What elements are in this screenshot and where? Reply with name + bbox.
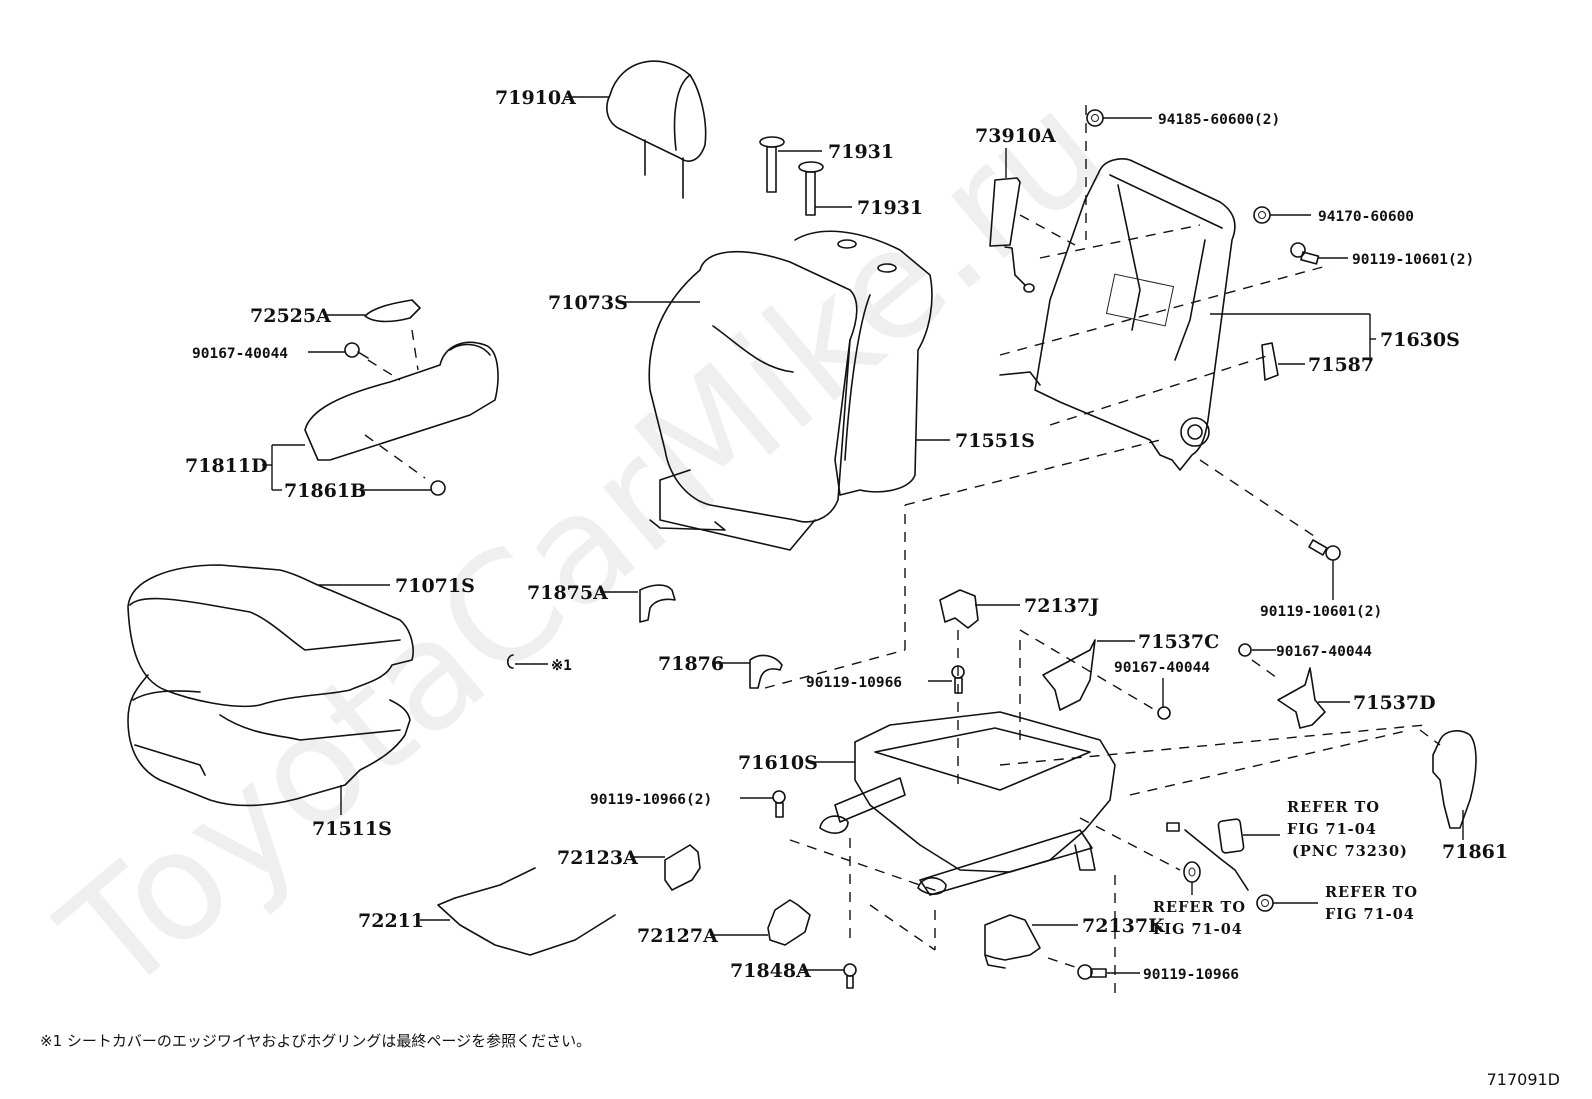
callout-90167-40044-middle: 90167-40044 bbox=[1114, 660, 1210, 676]
seatback-pad-part[interactable] bbox=[794, 230, 933, 496]
edge-wire-72211-part[interactable] bbox=[437, 867, 616, 956]
screw-90167-right-icon bbox=[1238, 643, 1252, 657]
headrest-part[interactable] bbox=[606, 60, 707, 199]
track-cover-72123A-part[interactable] bbox=[664, 844, 701, 891]
bolt-90119-10966-center-icon bbox=[951, 665, 965, 694]
callout-90167-40044-right: 90167-40044 bbox=[1276, 644, 1372, 660]
bracket-72137J-part[interactable] bbox=[939, 589, 979, 629]
bolt-90119-10601-upper-icon bbox=[1290, 242, 1320, 265]
callout-90167-40044-left: 90167-40044 bbox=[192, 346, 288, 362]
callout-71610S: 71610S bbox=[738, 752, 818, 774]
cushion-cover-part[interactable] bbox=[127, 564, 414, 708]
ref-buckle-line1: REFER TO bbox=[1287, 799, 1380, 816]
ref-washer-line1: REFER TO bbox=[1153, 899, 1246, 916]
seatback-frame-part[interactable] bbox=[999, 158, 1236, 471]
nut-94185-icon bbox=[1086, 109, 1104, 127]
callout-71861B: 71861B bbox=[284, 480, 366, 502]
recliner-cover-71876-part[interactable] bbox=[749, 654, 783, 689]
callout-90119-10966-center: 90119-10966 bbox=[806, 675, 902, 691]
ref-washer-line2: FIG 71-04 bbox=[1153, 921, 1243, 938]
lumbar-clip-71587-part[interactable] bbox=[1261, 342, 1279, 381]
seatback-cover-part[interactable] bbox=[648, 250, 858, 551]
callout-90119-10966-2: 90119-10966(2) bbox=[590, 792, 712, 808]
callout-71537D: 71537D bbox=[1353, 692, 1436, 714]
callout-71811D: 71811D bbox=[185, 455, 268, 477]
track-cover-72127A-part[interactable] bbox=[767, 899, 811, 946]
callout-94185-60600: 94185-60600(2) bbox=[1158, 112, 1280, 128]
callout-71876: 71876 bbox=[658, 653, 724, 675]
callout-72137K: 72137K bbox=[1082, 915, 1166, 937]
ref-buckle-line2: FIG 71-04 bbox=[1287, 821, 1377, 838]
callout-71931-upper: 71931 bbox=[828, 141, 894, 163]
ref-buckle-line3: (PNC 73230) bbox=[1292, 843, 1408, 860]
pin-71848A-icon bbox=[843, 963, 857, 989]
callout-72123A: 72123A bbox=[557, 847, 638, 869]
seat-side-cover-part[interactable] bbox=[304, 341, 499, 461]
cushion-pad-part[interactable] bbox=[127, 674, 411, 807]
callout-71551S: 71551S bbox=[955, 430, 1035, 452]
nut-ref-icon bbox=[1256, 894, 1274, 912]
bolt-90119-10966-bottom-icon bbox=[1077, 964, 1107, 980]
seat-cushion-frame-part[interactable] bbox=[819, 711, 1116, 896]
bracket-72137K-part[interactable] bbox=[984, 914, 1041, 969]
callout-72137J: 72137J bbox=[1024, 595, 1099, 617]
recliner-cover-71875A-part[interactable] bbox=[639, 584, 676, 623]
callout-71931-lower: 71931 bbox=[857, 197, 923, 219]
clip-71861B-icon bbox=[430, 480, 446, 496]
callout-71587: 71587 bbox=[1308, 354, 1374, 376]
ref-nut-line2: FIG 71-04 bbox=[1325, 906, 1415, 923]
callout-94170-60600: 94170-60600 bbox=[1318, 209, 1414, 225]
footnote-text: ※1 シートカバーのエッジワイヤおよびホグリングは最終ページを参照ください。 bbox=[40, 1032, 592, 1050]
headrest-support-part[interactable] bbox=[759, 136, 824, 216]
callout-73910A: 73910A bbox=[975, 125, 1056, 147]
callout-71071S: 71071S bbox=[395, 575, 475, 597]
callout-71861: 71861 bbox=[1442, 841, 1508, 863]
ref-nut-line1: REFER TO bbox=[1325, 884, 1418, 901]
figure-number: 717091D bbox=[1486, 1070, 1560, 1089]
washer-icon bbox=[1183, 861, 1201, 883]
callout-71848A: 71848A bbox=[730, 960, 811, 982]
callout-71630S: 71630S bbox=[1380, 329, 1460, 351]
callout-72211: 72211 bbox=[358, 910, 424, 932]
inner-cover-71537C-part[interactable] bbox=[1042, 639, 1096, 711]
callout-71511S: 71511S bbox=[312, 818, 392, 840]
callout-90119-10601-lower: 90119-10601(2) bbox=[1260, 604, 1382, 620]
side-airbag-part[interactable] bbox=[989, 177, 1035, 293]
front-cover-71861-part[interactable] bbox=[1432, 730, 1477, 829]
outer-cover-71537D-part[interactable] bbox=[1277, 667, 1326, 729]
callout-90119-10601-upper: 90119-10601(2) bbox=[1352, 252, 1474, 268]
seatbelt-buckle-part[interactable] bbox=[1166, 818, 1249, 891]
callout-71073S: 71073S bbox=[548, 292, 628, 314]
callout-71537C: 71537C bbox=[1138, 631, 1219, 653]
bolt-90119-10601-lower-icon bbox=[1308, 539, 1341, 561]
callout-71875A: 71875A bbox=[527, 582, 608, 604]
knob-72525A-part[interactable] bbox=[364, 299, 421, 323]
hog-ring-icon bbox=[506, 654, 514, 669]
note-mark: ※1 bbox=[551, 658, 572, 674]
callout-72127A: 72127A bbox=[637, 925, 718, 947]
nut-94170-icon bbox=[1253, 206, 1271, 224]
screw-90167-middle-icon bbox=[1157, 706, 1171, 720]
bolt-90119-10966-left-icon bbox=[772, 790, 786, 818]
callout-71910A: 71910A bbox=[495, 87, 576, 109]
callout-72525A: 72525A bbox=[250, 305, 331, 327]
screw-90167-upper-icon bbox=[344, 342, 369, 359]
callout-90119-10966-bottom: 90119-10966 bbox=[1143, 967, 1239, 983]
